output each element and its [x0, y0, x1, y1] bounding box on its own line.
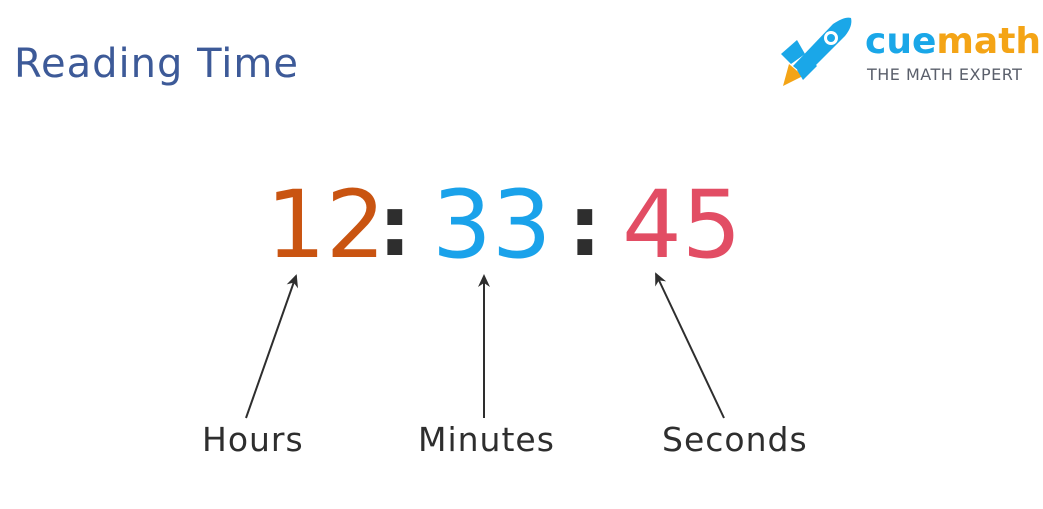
- seconds-value: 45: [622, 171, 742, 280]
- minutes-value: 33: [432, 171, 552, 280]
- hours-value: 12: [266, 171, 386, 280]
- hours-arrow: [245, 274, 299, 419]
- time-separator: :: [568, 177, 602, 275]
- page-title: Reading Time: [14, 41, 299, 87]
- brand-cue: cue: [865, 21, 937, 62]
- brand-tagline: THE MATH EXPERT: [867, 65, 1023, 84]
- seconds-label: Seconds: [662, 420, 808, 459]
- seconds-arrow: [655, 272, 725, 419]
- rocket-icon: [781, 17, 852, 86]
- minutes-label: Minutes: [418, 420, 555, 459]
- cuemath-logo: cuemath THE MATH EXPERT: [775, 14, 1041, 94]
- hours-label: Hours: [202, 420, 304, 459]
- time-separator: :: [378, 177, 412, 275]
- brand-name: cuemath: [865, 20, 1041, 64]
- brand-math: math: [936, 21, 1042, 62]
